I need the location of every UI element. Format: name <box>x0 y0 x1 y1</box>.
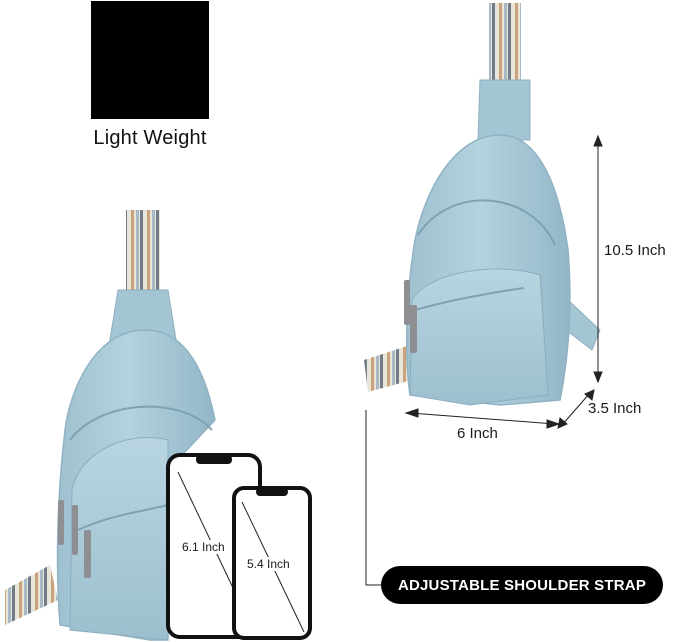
width-dimension-arrow <box>404 408 561 429</box>
right-bag-strap-tab <box>477 79 531 141</box>
phone-notch-icon <box>196 455 232 464</box>
light-weight-label: Light Weight <box>93 127 207 149</box>
light-weight-badge <box>91 1 209 119</box>
left-bag-front-zipper <box>77 504 169 531</box>
width-label: 6 Inch <box>457 425 498 442</box>
right-bag-zipper-pull <box>404 280 410 325</box>
depth-label: 3.5 Inch <box>588 400 642 417</box>
adjustable-strap-text: ADJUSTABLE SHOULDER STRAP <box>397 576 647 594</box>
right-bag-front-zipper <box>414 287 525 311</box>
right-bag-top-strap <box>489 3 521 81</box>
right-bag-top-zipper <box>417 199 556 246</box>
phone-notch-icon <box>256 488 288 496</box>
right-bag-zipper-pull <box>410 305 417 353</box>
adjustable-strap-label: ADJUSTABLE SHOULDER STRAP <box>381 566 663 604</box>
left-bag-top-zipper <box>69 405 213 441</box>
left-bag <box>5 210 216 641</box>
height-dimension-arrow <box>593 134 603 384</box>
left-bag-zipper-pull <box>72 505 78 555</box>
phone-large-size-label: 6.1 Inch <box>181 540 226 554</box>
right-bag <box>364 3 601 406</box>
right-bag-pocket <box>409 268 549 406</box>
left-bag-top-strap <box>126 210 160 290</box>
left-bag-zipper-pull <box>58 500 64 545</box>
depth-dimension-arrow <box>557 389 595 429</box>
strap-callout-line <box>365 410 381 586</box>
height-label: 10.5 Inch <box>604 242 666 259</box>
right-bag-side-strap <box>364 345 412 392</box>
right-bag-side-tab <box>565 298 601 351</box>
left-bag-side-strap <box>5 565 58 625</box>
phone-small-size-label: 5.4 Inch <box>246 557 291 571</box>
left-bag-zipper-pull <box>84 530 91 578</box>
